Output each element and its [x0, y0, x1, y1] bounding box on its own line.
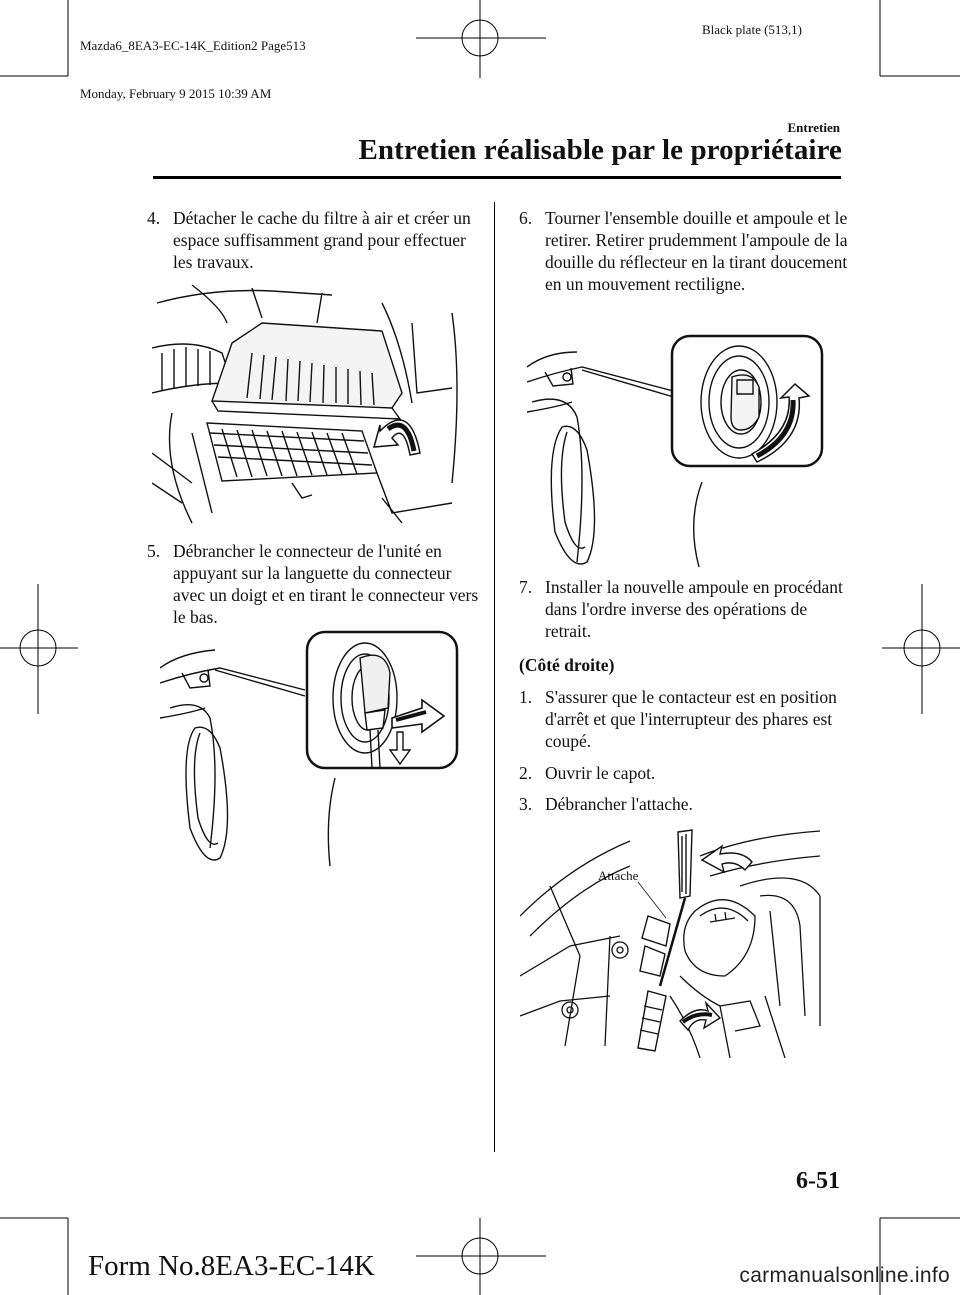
side-heading-text: (Côté droite) [519, 655, 615, 675]
right-step-3-text: Débrancher l'attache. [545, 794, 693, 814]
step-5: 5. Débrancher le connecteur de l'unité e… [147, 540, 482, 628]
right-step-3: 3. Débrancher l'attache. [519, 793, 849, 815]
right-step-3-number: 3. [519, 794, 533, 814]
plate-label: Black plate (513,1) [702, 22, 802, 37]
print-meta-line2: Monday, February 9 2015 10:39 AM [80, 86, 272, 101]
step-6-number: 6. [519, 208, 533, 228]
step-5-text: Débrancher le connecteur de l'unité en a… [173, 541, 479, 627]
step-7-text: Installer la nouvelle ampoule en procéda… [545, 577, 843, 641]
step-4-number: 4. [147, 208, 161, 228]
step-4: 4. Détacher le cache du filtre à air et … [147, 207, 482, 273]
figure-bulb-socket-turn [527, 334, 824, 567]
step-7: 7. Installer la nouvelle ampoule en proc… [519, 576, 849, 642]
figure-clip-release: Attache [520, 829, 821, 1058]
right-step-2-number: 2. [519, 763, 533, 783]
step-6: 6. Tourner l'ensemble douille et ampoule… [519, 207, 849, 295]
step-4-text: Détacher le cache du filtre à air et cré… [173, 208, 471, 272]
right-step-1: 1. S'assurer que le contacteur est en po… [519, 686, 849, 752]
print-meta: Mazda6_8EA3-EC-14K_Edition2 Page513 Mond… [80, 6, 306, 118]
column-divider [494, 202, 495, 1152]
right-step-2-text: Ouvrir le capot. [545, 763, 656, 783]
header-rule [153, 176, 841, 179]
step-5-number: 5. [147, 541, 161, 561]
page-number: 6-51 [796, 1168, 840, 1194]
side-heading: (Côté droite) [519, 654, 849, 676]
right-step-2: 2. Ouvrir le capot. [519, 762, 849, 784]
figure-air-filter-cover [152, 284, 458, 524]
figure-headlight-connector [160, 630, 459, 866]
figure-label-attache: Attache [598, 868, 639, 883]
step-7-number: 7. [519, 577, 533, 597]
section-title: Entretien réalisable par le propriétaire [358, 134, 842, 166]
form-number: Form No.8EA3-EC-14K [88, 1250, 375, 1282]
watermark: carmanualsonline.info [739, 1264, 950, 1287]
right-step-1-number: 1. [519, 687, 533, 707]
section-label: Entretien [787, 120, 840, 135]
print-meta-line1: Mazda6_8EA3-EC-14K_Edition2 Page513 [80, 38, 306, 53]
step-6-text: Tourner l'ensemble douille et ampoule et… [545, 208, 848, 294]
right-step-1-text: S'assurer que le contacteur est en posit… [545, 687, 837, 751]
